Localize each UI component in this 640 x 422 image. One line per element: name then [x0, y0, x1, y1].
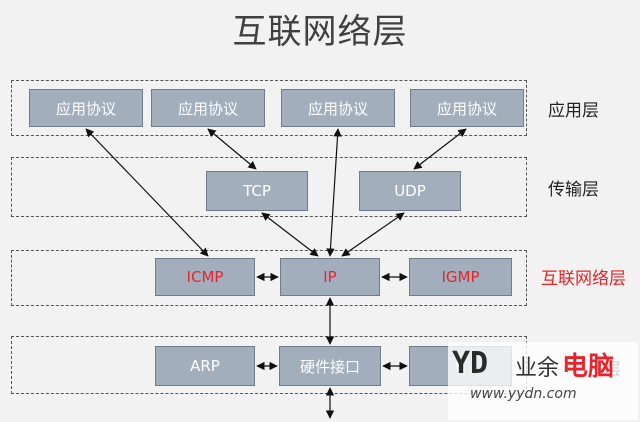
arp-box: ARP — [155, 346, 255, 386]
transport-layer-label: 传输层 — [548, 180, 599, 200]
app-protocol-box-3: 应用协议 — [281, 89, 395, 127]
udp-box: UDP — [359, 171, 461, 211]
arrow-app1-icmp — [85, 128, 209, 257]
application-layer-label: 应用层 — [548, 101, 599, 121]
diagram-title: 互联网络层 — [232, 12, 408, 52]
arrow-app3-ip — [326, 128, 342, 257]
watermark-logo-icon: YD — [452, 346, 489, 381]
watermark-panel — [448, 342, 638, 420]
app-protocol-box-2: 应用协议 — [151, 89, 265, 127]
application-layer-frame — [11, 80, 527, 136]
arrow-tcp-ip — [261, 212, 319, 257]
watermark-brand: 业余 — [515, 356, 560, 381]
app-protocol-box-1: 应用协议 — [29, 89, 143, 127]
arrow-app4-udp — [413, 128, 467, 170]
icmp-box: ICMP — [155, 258, 255, 296]
igmp-box: IGMP — [409, 258, 512, 296]
arrow-app2-tcp — [207, 128, 257, 170]
watermark-url: www.yydn.com — [470, 386, 577, 402]
arrow-udp-ip — [341, 212, 405, 257]
hardware-interface-box: 硬件接口 — [279, 346, 381, 386]
watermark-brand-red: 电脑 — [562, 352, 615, 382]
network-layer-label: 互联网络层 — [541, 269, 626, 289]
app-protocol-box-4: 应用协议 — [410, 89, 524, 127]
ip-box: IP — [280, 258, 380, 296]
tcp-box: TCP — [206, 171, 308, 211]
